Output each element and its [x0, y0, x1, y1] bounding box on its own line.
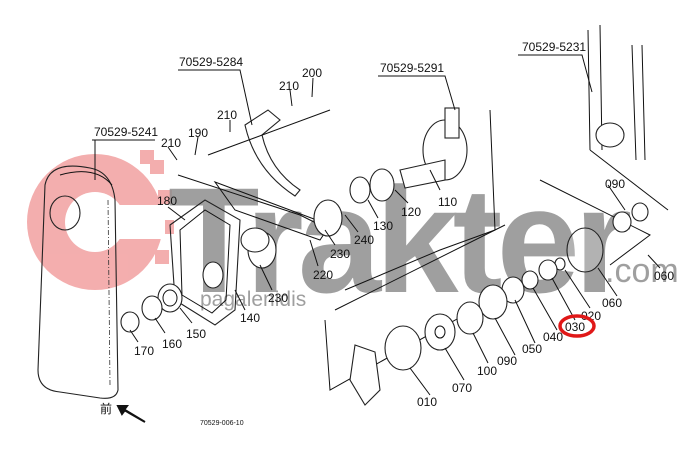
part-label: 060: [602, 296, 622, 310]
assembly-label-5231: 70529-5231: [522, 40, 586, 54]
assembly-label-5241: 70529-5241: [94, 125, 158, 139]
part-label: 170: [134, 344, 154, 358]
part-label: 090: [497, 354, 517, 368]
part-label: 050: [522, 342, 542, 356]
drawing-number: 70529-006-10: [200, 420, 244, 427]
bracket-5284: [207, 109, 331, 197]
part-label: 240: [354, 233, 374, 247]
svg-text:.com: .com: [605, 252, 679, 290]
part-label: 020: [581, 309, 601, 323]
part-label: 210: [161, 136, 181, 150]
highlight-ring: [558, 314, 596, 338]
part-label: 130: [373, 219, 393, 233]
part-label: 100: [477, 364, 497, 378]
part-label: 200: [302, 66, 322, 80]
part-label: 210: [279, 79, 299, 93]
part-label: 160: [162, 337, 182, 351]
part-label: 140: [240, 311, 260, 325]
part-label-highlighted[interactable]: 030: [565, 320, 585, 334]
assembly-label-5284: 70529-5284: [179, 55, 243, 69]
housing-5231: [587, 24, 669, 211]
part-label: 120: [401, 205, 421, 219]
part-label: 150: [186, 327, 206, 341]
part-label: 010: [417, 395, 437, 409]
part-label: 190: [188, 126, 208, 140]
shaft-assembly-5291: [120, 107, 496, 333]
part-label: 090: [605, 177, 625, 191]
leader-lines: [92, 54, 661, 396]
part-label: 060: [654, 269, 674, 283]
part-label: 180: [157, 194, 177, 208]
part-label: 230: [330, 247, 350, 261]
part-label: 070: [452, 381, 472, 395]
bearing-group: [324, 179, 651, 406]
assembly-label-5291: 70529-5291: [380, 61, 444, 75]
chain-case-cover: [37, 165, 119, 399]
watermark-gear-logo: [27, 150, 174, 290]
part-label: 040: [543, 330, 563, 344]
part-label: 210: [217, 108, 237, 122]
part-label: 220: [313, 268, 333, 282]
part-label: 230: [268, 291, 288, 305]
part-label: 110: [438, 195, 457, 209]
front-arrow-icon: [116, 405, 146, 423]
front-label: 前: [100, 401, 112, 416]
